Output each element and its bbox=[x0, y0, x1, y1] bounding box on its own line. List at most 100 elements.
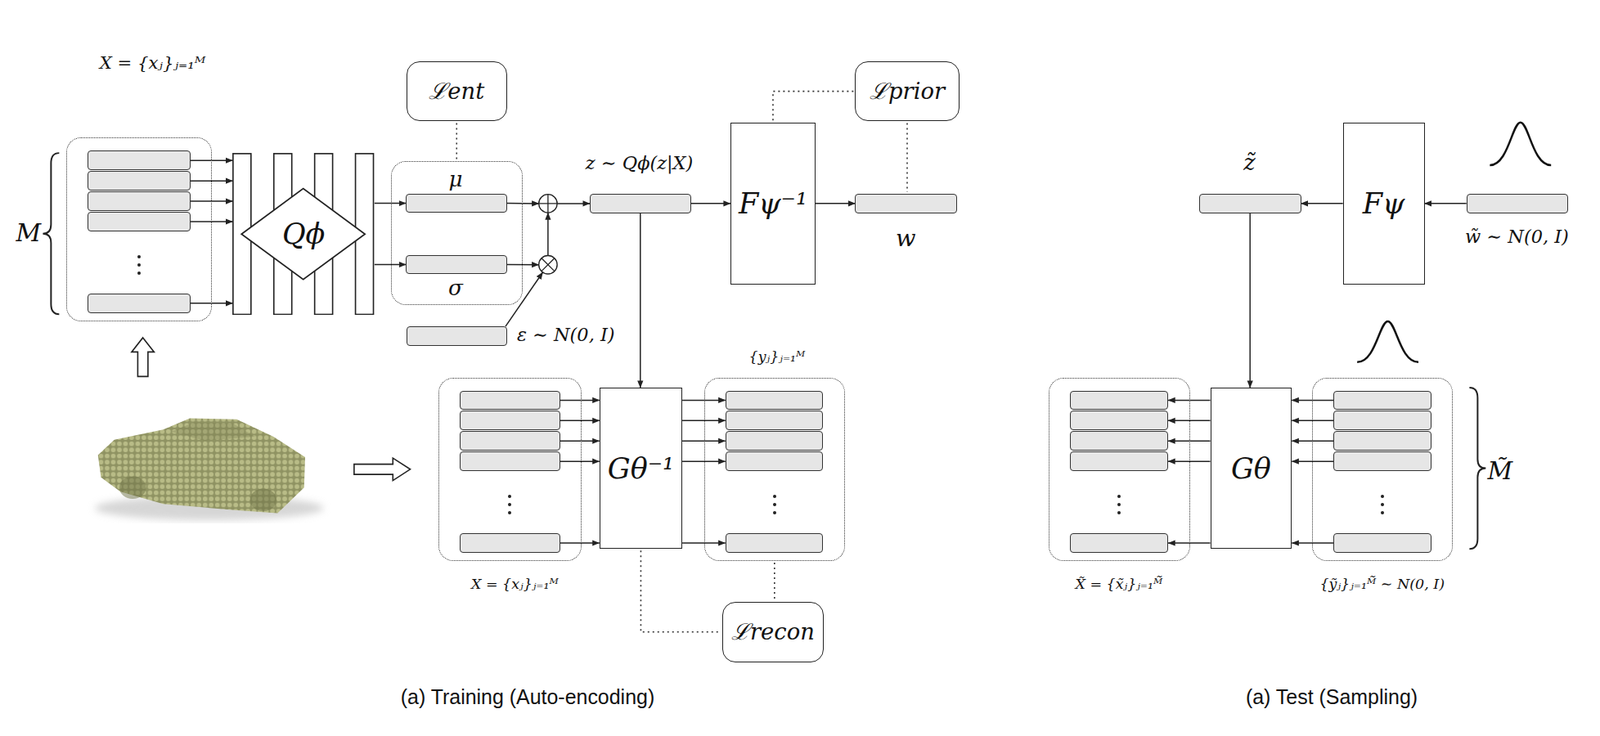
hollow-arrow-up bbox=[131, 337, 154, 377]
ellipsis-dot bbox=[1380, 494, 1385, 499]
feature-vector bbox=[725, 431, 824, 451]
block-label: ℒent bbox=[428, 78, 485, 105]
panel-caption: (a) Test (Sampling) bbox=[1245, 685, 1418, 710]
point-set-group: {yⱼ}ⱼ₌₁ᴹ bbox=[704, 377, 845, 562]
block-label: Gθ bbox=[1231, 452, 1272, 486]
flow-arrow bbox=[691, 202, 731, 204]
gaussian-curve bbox=[1489, 122, 1551, 166]
vector-label: ε ∼ N(0, I) bbox=[516, 324, 616, 347]
point-set-group: X = {xⱼ}ⱼ₌₁ᴹ bbox=[66, 137, 212, 322]
feature-vector bbox=[87, 293, 191, 314]
dotted-link bbox=[640, 550, 721, 633]
feature-vector bbox=[725, 451, 824, 472]
flow-block: Fψ bbox=[1343, 122, 1425, 285]
feature-vector bbox=[459, 431, 560, 451]
feature-vector bbox=[459, 391, 560, 411]
connector-line bbox=[815, 202, 855, 205]
loss-box: ℒprior bbox=[854, 61, 959, 122]
dotted-link bbox=[907, 122, 908, 193]
connector-line bbox=[560, 542, 600, 544]
point-set-group: {ỹⱼ}ⱼ₌₁ᴹ̃ ∼ N(0, I) bbox=[1312, 377, 1453, 562]
feature-vector bbox=[87, 211, 191, 232]
ellipsis-dot bbox=[773, 503, 777, 507]
ellipsis-dot bbox=[507, 494, 512, 499]
feature-vector bbox=[87, 150, 191, 171]
dimension-label: M bbox=[16, 219, 42, 248]
vector-label: w̃ ∼ N(0, I) bbox=[1465, 226, 1569, 248]
connector-line bbox=[455, 122, 458, 160]
feature-vector bbox=[725, 410, 824, 431]
connector-line bbox=[773, 562, 776, 601]
dotted-link bbox=[773, 91, 854, 122]
connector-line bbox=[639, 213, 642, 388]
vector-label: X̃ = {x̃ⱼ}ⱼ₌₁ᴹ̃ bbox=[1074, 575, 1163, 593]
connector-line bbox=[560, 420, 600, 423]
block-label: Gθ⁻¹ bbox=[607, 452, 675, 486]
feature-vector bbox=[87, 170, 191, 191]
flow-arrow bbox=[560, 400, 600, 544]
vector-label: z ∼ Qϕ(z|X) bbox=[585, 152, 693, 175]
feature-vector bbox=[459, 410, 560, 431]
flow-arrow bbox=[1301, 202, 1344, 204]
vector-label: σ bbox=[448, 275, 463, 301]
vector-label: z̃ bbox=[1243, 149, 1255, 176]
latent-params-group: μσ bbox=[391, 161, 523, 306]
connector-line bbox=[557, 202, 590, 205]
block-label: Qϕ bbox=[282, 217, 325, 251]
feature-vector bbox=[459, 451, 560, 472]
feature-vector bbox=[1069, 451, 1169, 472]
feature-vector bbox=[1333, 431, 1432, 451]
flow-arrow bbox=[1424, 202, 1467, 204]
feature-vector: w bbox=[854, 193, 958, 214]
brace bbox=[1469, 387, 1486, 549]
ellipsis-dot bbox=[507, 503, 512, 507]
ellipsis-dot bbox=[1380, 503, 1385, 507]
connector-line bbox=[560, 460, 600, 463]
brace bbox=[42, 152, 59, 315]
encoder-network: Qϕ bbox=[232, 152, 374, 315]
block-label: Fψ⁻¹ bbox=[738, 187, 808, 221]
feature-vector: z ∼ Qϕ(z|X) bbox=[589, 193, 692, 214]
ellipsis-dot bbox=[1380, 511, 1385, 515]
loss-box: ℒrecon bbox=[722, 602, 824, 663]
flow-arrow bbox=[639, 213, 641, 388]
car-point-cloud bbox=[98, 417, 306, 513]
point-set-group: X = {xⱼ}ⱼ₌₁ᴹ bbox=[438, 377, 582, 562]
vector-label: X = {xⱼ}ⱼ₌₁ᴹ bbox=[99, 53, 207, 73]
car-wheel bbox=[250, 489, 277, 512]
ellipsis-dot bbox=[773, 494, 777, 499]
connector-line bbox=[507, 264, 540, 266]
feature-vector: ε ∼ N(0, I) bbox=[406, 326, 508, 347]
vector-label: X = {xⱼ}ⱼ₌₁ᴹ bbox=[471, 575, 559, 593]
feature-vector bbox=[725, 533, 824, 553]
feature-vector bbox=[405, 193, 508, 214]
feature-vector bbox=[1333, 451, 1432, 472]
connector-line bbox=[1249, 213, 1251, 388]
connector-line bbox=[906, 122, 908, 193]
connector-line bbox=[505, 272, 544, 327]
connector-line bbox=[1301, 202, 1344, 205]
vector-label: w bbox=[895, 224, 917, 252]
feature-vector bbox=[1069, 410, 1169, 431]
feature-vector bbox=[1333, 533, 1432, 553]
feature-vector bbox=[405, 255, 508, 275]
ellipsis-dot bbox=[1117, 494, 1121, 499]
car-wheel bbox=[119, 476, 146, 499]
feature-vector bbox=[1069, 391, 1169, 411]
connector-line bbox=[773, 91, 854, 122]
dimension-label: M̃ bbox=[1487, 457, 1513, 486]
panel-caption: (a) Training (Auto-encoding) bbox=[400, 685, 656, 710]
connector-line bbox=[1424, 202, 1467, 205]
feature-vector bbox=[459, 533, 560, 553]
vector-label: μ bbox=[449, 166, 463, 192]
flow-arrow bbox=[815, 202, 855, 204]
ellipsis-dot bbox=[1117, 511, 1121, 515]
flow-arrow bbox=[1249, 213, 1251, 388]
ellipsis-dot bbox=[137, 263, 141, 267]
ellipsis-dot bbox=[137, 271, 141, 275]
connector-line bbox=[640, 550, 721, 633]
product-symbol bbox=[539, 255, 558, 274]
feature-vector bbox=[1069, 533, 1169, 553]
ellipsis-dot bbox=[507, 511, 512, 515]
vector-label: {ỹⱼ}ⱼ₌₁ᴹ̃ ∼ N(0, I) bbox=[1320, 575, 1445, 593]
